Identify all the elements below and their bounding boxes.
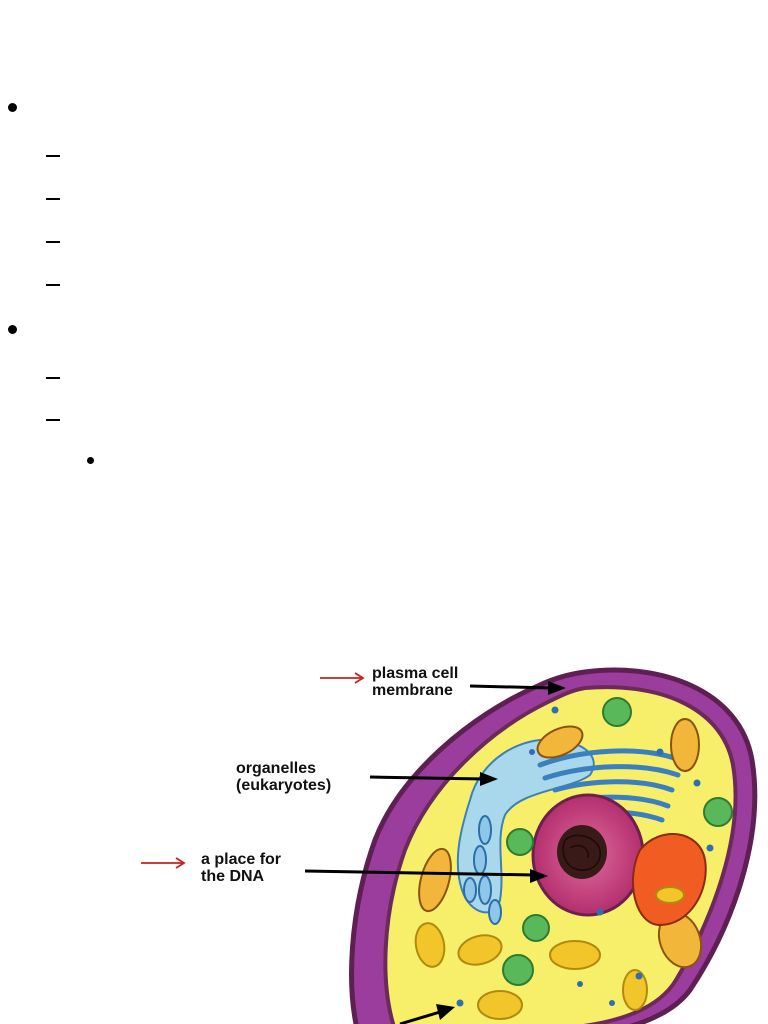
bullet-level1-2 bbox=[8, 325, 17, 334]
dash-level2-5 bbox=[46, 377, 60, 379]
ribosome-dots bbox=[456, 706, 714, 1007]
vacuoles bbox=[414, 886, 685, 1020]
dash-level2-1 bbox=[46, 155, 60, 157]
label-organelles: organelles (eukaryotes) bbox=[236, 760, 332, 794]
label-plasma-membrane: plasma cell membrane bbox=[372, 665, 459, 699]
green-vesicles bbox=[502, 697, 733, 986]
bullet-level1-1 bbox=[8, 103, 17, 112]
black-arrows bbox=[304, 681, 566, 1024]
bullet-level3-1 bbox=[87, 457, 94, 464]
label-dna-place: a place for the DNA bbox=[201, 851, 282, 885]
red-arrows bbox=[141, 672, 365, 869]
dash-level2-6 bbox=[46, 419, 60, 421]
dash-level2-4 bbox=[46, 284, 60, 286]
dash-level2-3 bbox=[46, 241, 60, 243]
animal-cell-diagram bbox=[141, 667, 758, 1024]
dash-level2-2 bbox=[46, 198, 60, 200]
orange-organelle bbox=[632, 833, 707, 927]
